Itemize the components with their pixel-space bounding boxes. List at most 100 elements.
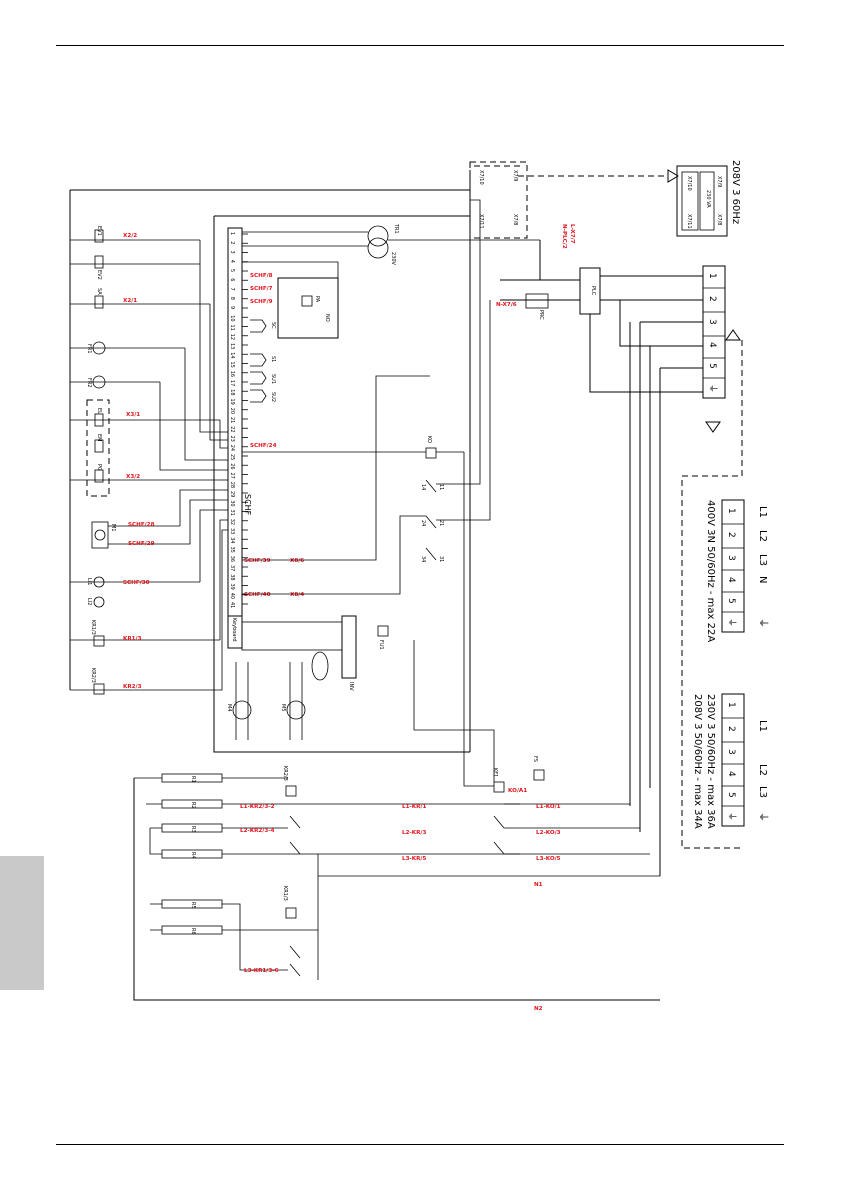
schf-pin: 11 [229,325,235,331]
lbl-kr1-3: KR1/3 [123,636,142,642]
lbl-ko-a1: KO/A1 [508,788,527,794]
terminal-4: 4 [707,342,717,348]
schf-pin: 14 [229,352,235,358]
svg-text:FR2: FR2 [86,378,92,388]
svg-text:KR1/3: KR1/3 [282,886,288,901]
schf-pin: 15 [229,362,235,368]
schf-pin: 23 [229,436,235,442]
supply-box-230v: 1 2 3 4 5 ⏚ 230V 3 50/60Hz - max 36A 208… [692,693,769,829]
schf-pin: 34 [229,537,235,543]
lbl-schf-40: SCHF/40 [244,592,271,598]
svg-text:24: 24 [420,520,426,526]
svg-text:M4: M4 [226,704,232,712]
svg-text:14: 14 [420,484,426,490]
phase-400v-l2: L2 [757,530,768,542]
svg-text:R3: R3 [190,826,196,833]
svg-text:EV2: EV2 [96,270,102,280]
heater-resistors: R1 R2 R3 R4 R5 R6 KR2/3 KR1/3 KF1 FS [133,452,660,1001]
svg-text:PRC: PRC [538,310,544,320]
svg-text:R2: R2 [190,802,196,809]
supply-400v-label: 400V 3N 50/60Hz - max 22A [705,500,716,642]
schf-label: SCHF [243,494,252,516]
schf-pin: 21 [229,417,235,423]
schf-pin: 12 [229,334,235,340]
schf-pin: 10 [229,315,235,321]
svg-text:KR2/3: KR2/3 [90,668,96,683]
supply-208v-alt-label: 208V 3 50/60Hz - max 34A [692,694,703,829]
svg-text:1: 1 [726,508,736,514]
inverter: INV FU1 [241,615,389,691]
relay-pa: PA NO [277,277,339,339]
schf-pin: 5 [229,269,235,272]
schf-pin: 16 [229,371,235,377]
svg-text:X7/9: X7/9 [512,170,518,181]
lbl-n-x7-6: N-X7/6 [496,302,517,308]
svg-text:R6: R6 [190,928,196,935]
phase-230v-l3: L3 [757,786,768,798]
svg-text:230 VA: 230 VA [705,190,711,208]
schf-pin: 19 [229,399,235,405]
svg-text:31: 31 [438,556,444,562]
plc-label: PLC [590,286,596,296]
svg-text:X7/11: X7/11 [478,214,484,229]
plc-block: PLC PRC [469,170,601,752]
schf-pin: 6 [229,278,235,281]
svg-text:PA: PA [314,296,320,303]
schf-pin: 33 [229,528,235,534]
svg-text:SU1: SU1 [270,374,276,384]
phase-400v-n: N [757,576,768,583]
svg-text:NO: NO [324,314,330,322]
lbl-x8-4: X8/4 [290,592,304,598]
lbl-schf-24: SCHF/24 [250,443,277,449]
svg-text:TR1: TR1 [393,223,399,234]
schf-pin: 41 [229,602,235,608]
schf-pin: 31 [229,510,235,516]
schf-pin: 38 [229,574,235,580]
schf-pin: 28 [229,482,235,488]
supply-208v-label: 208V 3 60Hz [730,160,741,224]
svg-text:2: 2 [726,532,736,538]
relay-ko: KO 14 11 24 21 34 31 [242,436,464,562]
schf-pin: 32 [229,519,235,525]
svg-text:SA: SA [96,288,102,295]
lbl-x3-1: X3/1 [126,412,140,418]
schf-pin: 29 [229,491,235,497]
svg-text:M5: M5 [280,704,286,712]
svg-text:PG: PG [96,464,102,471]
svg-text:1: 1 [726,702,736,708]
left-components: EV1 EV2 SA FR1 FR2 EL EM PG M1 LI1 [69,189,470,695]
svg-text:EV1: EV1 [96,226,102,236]
schf-pin: 8 [229,297,235,300]
svg-text:KO: KO [426,436,432,443]
svg-text:5: 5 [726,598,736,604]
schf-pin: 24 [229,445,235,451]
schf-pin: 13 [229,343,235,349]
schf-controller: SCHF Keyboard [213,215,470,753]
schf-pin: 4 [229,260,235,263]
schf-pin: 37 [229,565,235,571]
lbl-l3-kr1: L3-KR1/3-6 [244,968,279,974]
chapter-tab [0,856,44,990]
svg-text:⏚: ⏚ [757,618,769,628]
svg-text:M1: M1 [110,524,116,532]
schf-pin: 39 [229,584,235,590]
lbl-n1: N1 [534,882,543,888]
schf-pin: 22 [229,426,235,432]
svg-text:230V: 230V [390,252,396,266]
lbl-schf-29: SCHF/29 [128,541,155,547]
lbl-n2: N2 [534,1006,543,1012]
svg-text:3: 3 [726,555,736,561]
schf-pin: 3 [229,251,235,254]
lbl-l1-kr: L1-KR/1 [402,804,426,810]
footer-rule [56,1144,784,1145]
svg-text:5: 5 [726,792,736,798]
sensor-sc: SC S1 SU1 SU2 [250,319,276,403]
svg-text:FU1: FU1 [378,640,384,650]
inverter-label: INV [348,682,354,691]
phase-400v-l3: L3 [757,554,768,566]
schf-pin: 1 [229,232,235,235]
schf-pin: 2 [229,241,235,244]
lbl-x8-6: X8/6 [290,558,304,564]
keyboard-label: Keyboard [231,618,237,642]
lbl-l1-ko: L1-KO/1 [536,804,561,810]
